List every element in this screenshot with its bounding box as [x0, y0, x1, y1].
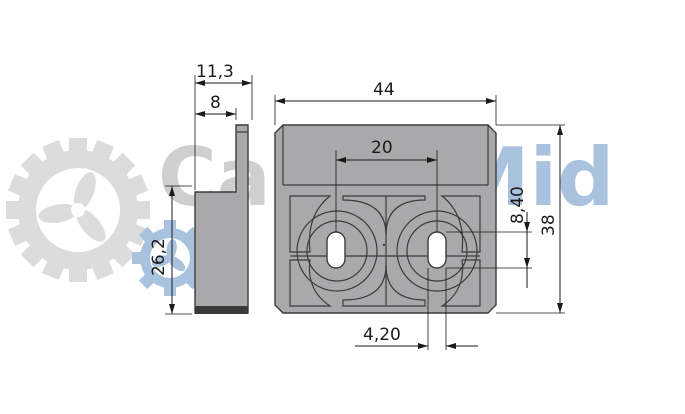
side-base-strip	[195, 306, 248, 314]
side-view: 11,3 8 26,2	[149, 62, 253, 315]
dim-hole-offset-vertical: 8,40	[508, 186, 528, 224]
dim-hole-spacing: 20	[371, 138, 393, 158]
slot-hole-left	[326, 231, 346, 269]
dim-side-height: 26,2	[149, 238, 169, 276]
front-view: 44 20 8,40 38 4,20	[274, 80, 565, 350]
front-pattern	[289, 195, 481, 307]
dim-side-inner-width: 8	[210, 93, 221, 113]
dim-side-total-width: 11,3	[196, 62, 234, 82]
dim-hole-width: 4,20	[363, 325, 401, 345]
dim-front-height: 38	[539, 214, 559, 236]
dim-front-width: 44	[373, 80, 395, 100]
slot-hole-right	[427, 231, 447, 269]
gear-icon	[6, 138, 150, 282]
